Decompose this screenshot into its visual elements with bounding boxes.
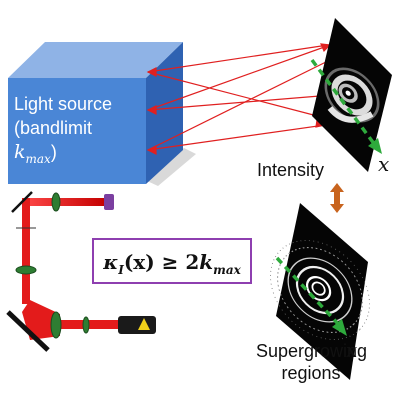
- k-subscript: max: [213, 263, 241, 277]
- x-axis-arrow-bottom: [275, 256, 347, 336]
- ray: [147, 94, 333, 111]
- intensity-arc: [327, 105, 374, 123]
- cube-top-face: [8, 42, 183, 78]
- ray-arrowhead: [320, 43, 332, 53]
- cube-front-face: [8, 78, 146, 184]
- double-arrow: [330, 183, 344, 213]
- light-source-line3: kmax): [14, 140, 142, 171]
- intensity-ring: [331, 74, 373, 116]
- ray-arrowhead: [146, 67, 157, 77]
- laser-beam: [22, 198, 30, 304]
- intensity-core: [345, 90, 351, 96]
- ray-arrowhead: [146, 105, 157, 115]
- kappa-subscript: I: [118, 263, 124, 277]
- equation-relation: ≥ 2: [154, 250, 200, 274]
- ray: [147, 71, 326, 119]
- laser-beam-expanded: [22, 300, 60, 340]
- kmax-subscript: max: [25, 151, 51, 166]
- cube-shadow: [145, 148, 196, 186]
- x-axis-label-top: x: [378, 152, 390, 176]
- ray-arrowhead: [146, 145, 157, 155]
- supergrowing-label-line2: regions: [281, 363, 341, 383]
- laser-device: [118, 316, 156, 334]
- close-paren: ): [50, 142, 57, 162]
- x-axis-arrow-top: [310, 58, 382, 154]
- supergrowing-label: Supergrowing regions: [256, 340, 368, 384]
- detector: [104, 194, 114, 210]
- intensity-ring: [338, 83, 358, 103]
- supergrowing-panel: [276, 203, 368, 380]
- equation-argument: (x): [123, 250, 155, 274]
- lens: [51, 192, 61, 212]
- ray: [147, 44, 331, 111]
- kappa-symbol: κ: [103, 250, 119, 274]
- optical-setup: [6, 191, 156, 352]
- mirror: [11, 191, 33, 213]
- intensity-panel: [312, 18, 392, 172]
- laser-beam: [22, 198, 106, 206]
- equation: κI(x) ≥ 2kmax: [94, 250, 250, 277]
- x-axis-label-bottom: x: [346, 338, 358, 362]
- light-source-line1: Light source: [14, 94, 113, 114]
- equation-box: κI(x) ≥ 2kmax: [92, 238, 252, 284]
- intensity-label: Intensity: [257, 160, 325, 180]
- ray: [147, 124, 326, 151]
- lens: [15, 265, 37, 275]
- laser-warning-icon: [138, 318, 150, 330]
- intensity-ring: [324, 67, 380, 123]
- kmax-symbol: k: [14, 141, 26, 163]
- intensity-pattern: [312, 18, 392, 172]
- ray: [147, 44, 329, 73]
- lens: [82, 316, 90, 334]
- sg-ring: [287, 257, 353, 323]
- k-symbol: k: [199, 250, 214, 274]
- supergrowing-label-line1: Supergrowing: [256, 341, 368, 361]
- sg-ring: [277, 247, 363, 333]
- light-source-label: Light source (bandlimit kmax): [14, 92, 142, 171]
- light-source-cube: [8, 42, 183, 184]
- laser-beam: [60, 320, 120, 329]
- sg-ring: [295, 265, 345, 315]
- sg-ring: [311, 281, 326, 296]
- light-source-line2: (bandlimit: [14, 118, 93, 138]
- ray: [147, 59, 331, 151]
- lens: [50, 311, 62, 339]
- mirror: [6, 310, 50, 352]
